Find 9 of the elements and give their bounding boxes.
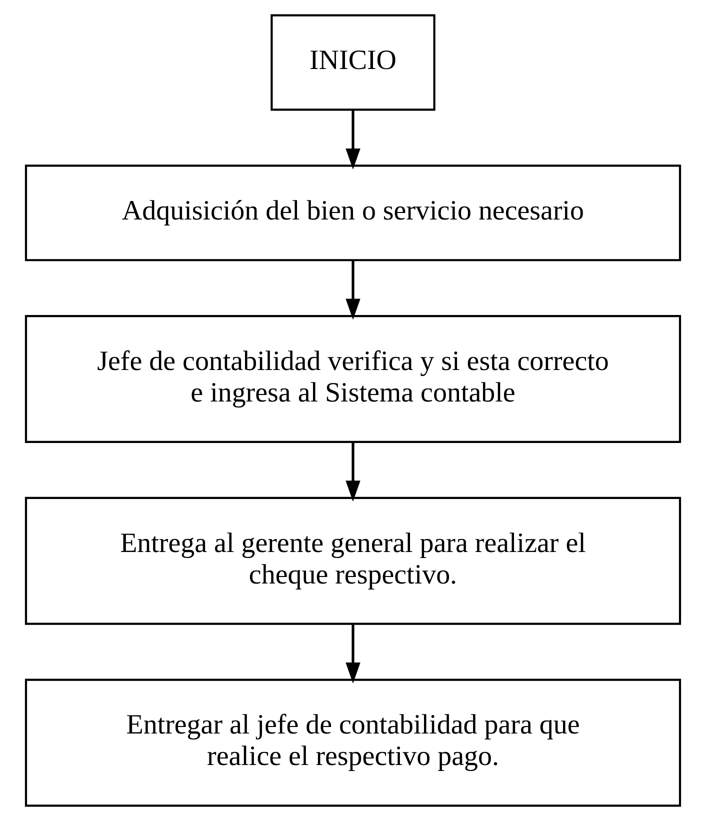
node-box: INICIO [270, 14, 435, 111]
arrow [345, 260, 360, 320]
node-box: Jefe de contabilidad verifica y si esta correcto e ingresa al Sistema contable [24, 315, 681, 444]
node-box: Entrega al gerente general para realizar el cheque respectivo. [24, 496, 681, 625]
node-box: Adquisición del bien o servicio necesario [24, 164, 681, 262]
arrow [345, 442, 360, 502]
arrow [345, 624, 360, 684]
arrow [345, 110, 360, 170]
node-box: Entregar al jefe de contabilidad para que realice el respectivo pago. [24, 678, 681, 807]
